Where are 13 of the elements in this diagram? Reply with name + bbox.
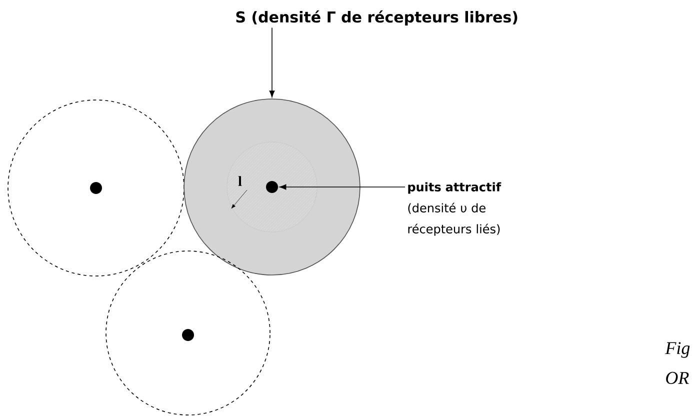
- dashed-circle: [8, 100, 184, 276]
- label-text: puits attractif (densité υ de récepteurs liés): [408, 182, 502, 236]
- arrow: [269, 27, 275, 98]
- hatched-disc: [226, 142, 318, 232]
- caption-text: Fig: [665, 342, 690, 358]
- dimension-label: l: [238, 176, 242, 186]
- caption-text: OR: [666, 372, 689, 384]
- dot: [90, 182, 102, 194]
- dashed-circle: [106, 250, 270, 416]
- shaded-disc: [184, 98, 360, 276]
- label-text: S (densité Γ de récepteurs libres): [236, 10, 518, 26]
- arrow: [279, 184, 406, 190]
- dot: [182, 328, 194, 341]
